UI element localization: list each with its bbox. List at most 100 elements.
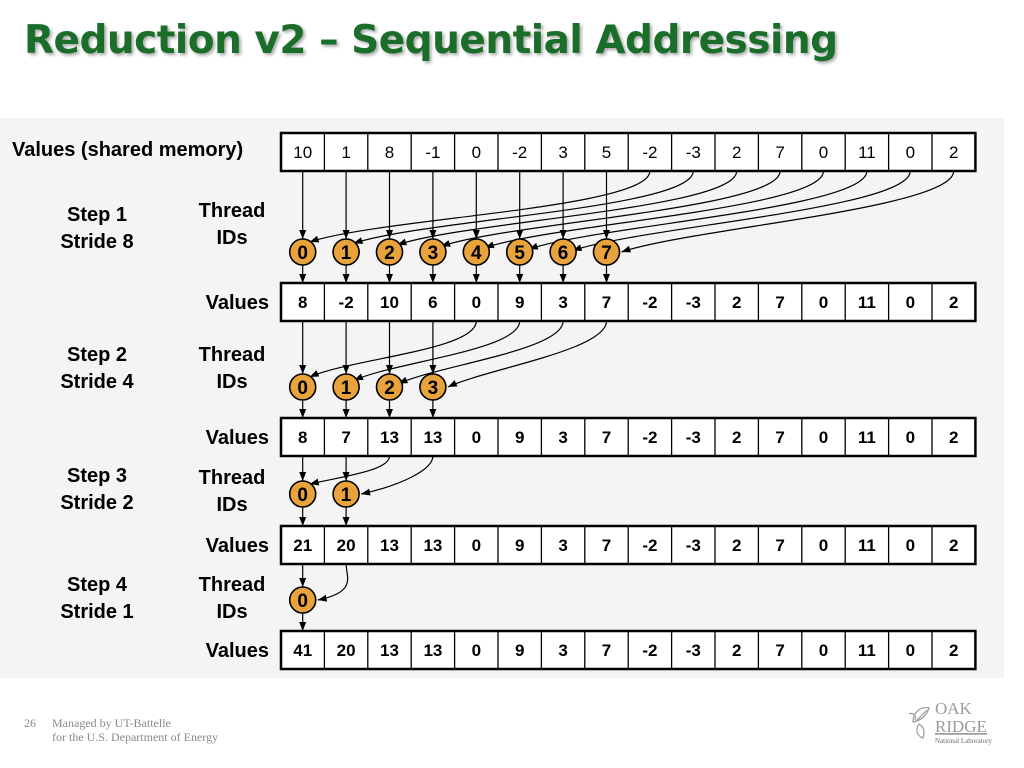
value-cell: -2 (642, 293, 657, 312)
value-cell: 2 (732, 143, 741, 162)
shared-memory-label: Values (shared memory) (12, 139, 243, 161)
value-cell: 3 (558, 641, 567, 660)
thread-circle (505, 238, 534, 266)
thread-id: 2 (384, 378, 395, 399)
footer-line-2: for the U.S. Department of Energy (52, 730, 219, 744)
value-cell: 0 (906, 293, 915, 312)
value-cell: 11 (858, 293, 876, 312)
value-cell: 2 (949, 641, 958, 660)
value-cell: 1 (341, 143, 350, 162)
value-cell: 2 (949, 536, 958, 555)
leaf-icon (908, 707, 930, 739)
value-cell: 0 (819, 536, 828, 555)
value-cell: 0 (819, 428, 828, 447)
ids-label: IDs (216, 494, 247, 516)
arrow-curved (309, 455, 391, 486)
thread-circle (288, 373, 317, 401)
slide-title: Reduction v2 – Sequential Addressing (24, 18, 838, 63)
logo-ridge: RIDGE (935, 717, 987, 736)
value-cell: -2 (642, 428, 657, 447)
value-cell: 7 (602, 536, 611, 555)
value-cell: 7 (602, 293, 611, 312)
value-cell: 3 (558, 293, 567, 312)
value-cell: 0 (472, 641, 481, 660)
value-cell: 10 (380, 293, 399, 312)
step-label: Step 2 (67, 344, 127, 366)
value-cell: 20 (337, 641, 356, 660)
values-label: Values (206, 640, 269, 662)
thread-circle (332, 373, 360, 401)
value-cell: 3 (558, 428, 567, 447)
thread-node: 1 (332, 238, 360, 266)
value-cell: 2 (949, 428, 958, 447)
value-cell: 7 (775, 536, 784, 555)
step-label: Step 3 (67, 465, 127, 487)
arrow-curved (398, 320, 564, 385)
thread-circle (462, 238, 491, 266)
thread-node: 4 (462, 238, 491, 266)
thread-circle (288, 238, 317, 266)
value-cell: -3 (686, 536, 701, 555)
oak-ridge-logo: OAK RIDGE National Laboratory (908, 699, 992, 745)
stride-label: Stride 2 (60, 492, 133, 514)
page-number: 26 (24, 716, 36, 730)
value-cell: 0 (819, 641, 828, 660)
thread-id: 7 (601, 243, 612, 264)
thread-circle (288, 480, 317, 508)
value-cell: 11 (858, 536, 876, 555)
values-label: Values (206, 427, 269, 449)
stride-label: Stride 8 (60, 231, 133, 253)
thread-node: 6 (549, 238, 577, 266)
value-cell: 21 (293, 536, 312, 555)
value-cell: -2 (642, 641, 657, 660)
thread-id: 0 (297, 378, 308, 399)
arrow-curved (317, 563, 349, 602)
value-cell: 2 (732, 293, 741, 312)
value-cell: 13 (423, 536, 442, 555)
thread-label: Thread (199, 574, 266, 596)
step-label: Step 4 (67, 574, 128, 596)
thread-node: 0 (288, 238, 317, 266)
value-cell: 3 (558, 143, 567, 162)
value-cell: 0 (472, 293, 481, 312)
value-cell: 7 (602, 428, 611, 447)
thread-circle (375, 238, 404, 266)
value-cell: -2 (642, 536, 657, 555)
thread-id: 0 (297, 591, 308, 612)
thread-node: 0 (288, 480, 317, 508)
stride-label: Stride 4 (60, 371, 134, 393)
value-cell: 0 (906, 428, 915, 447)
thread-label: Thread (199, 200, 266, 222)
value-cell: 2 (949, 143, 958, 162)
value-cell: 9 (515, 293, 524, 312)
value-cell: 7 (602, 641, 611, 660)
thread-id: 3 (428, 243, 439, 264)
arrow-curved (621, 170, 955, 253)
value-cell: 11 (858, 428, 876, 447)
value-cell: 13 (380, 641, 399, 660)
value-cell: 9 (515, 641, 524, 660)
value-cell: 7 (775, 641, 784, 660)
value-cell: 0 (906, 143, 915, 162)
thread-circle (332, 238, 360, 266)
ids-label: IDs (216, 371, 247, 393)
value-cell: 2 (732, 428, 741, 447)
thread-label: Thread (199, 467, 266, 489)
step-label: Step 1 (67, 204, 127, 226)
thread-node: 7 (592, 238, 621, 266)
logo-oak: OAK (935, 699, 973, 718)
thread-node: 5 (505, 238, 534, 266)
values-label: Values (206, 535, 269, 557)
value-cell: 9 (515, 428, 524, 447)
thread-circle (592, 238, 621, 266)
value-cell: -2 (512, 143, 527, 162)
thread-id: 2 (384, 243, 395, 264)
thread-id: 1 (341, 378, 352, 399)
arrow-curved (484, 170, 825, 249)
